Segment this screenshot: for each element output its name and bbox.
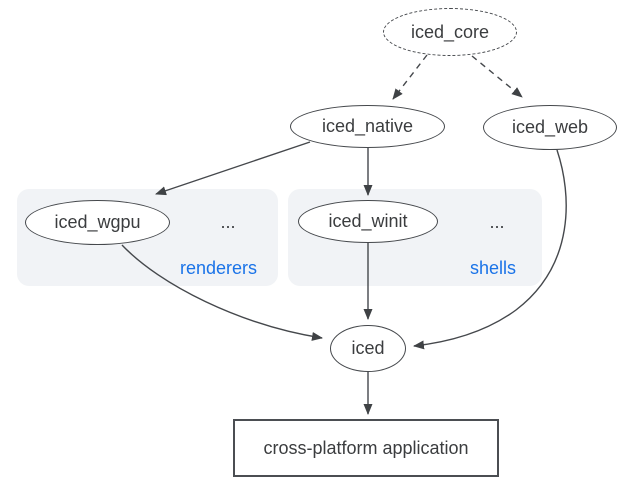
group-label-shells: shells bbox=[469, 258, 516, 278]
node-iced-core-label: iced_core bbox=[410, 21, 490, 42]
group-label-renderers: renderers bbox=[179, 258, 257, 278]
shells-ellipsis: ... bbox=[489, 212, 505, 232]
node-iced-winit-label: iced_winit bbox=[328, 211, 408, 231]
node-iced-wgpu-label: iced_wgpu bbox=[54, 212, 141, 232]
node-iced-web: iced_web bbox=[483, 105, 617, 150]
renderers-ellipsis: ... bbox=[220, 212, 236, 232]
edge-iced-native-to-iced-wgpu bbox=[155, 141, 311, 196]
node-cross-platform-application-label: cross-platform application bbox=[263, 437, 469, 458]
node-iced-label: iced bbox=[351, 338, 385, 358]
node-iced: iced bbox=[330, 325, 406, 372]
node-cross-platform-application: cross-platform application bbox=[233, 419, 499, 477]
node-iced-native: iced_native bbox=[290, 105, 445, 148]
edge-iced-core-to-iced-web bbox=[471, 55, 523, 98]
edge-iced-web-to-iced bbox=[413, 149, 567, 350]
edge-iced-core-to-iced-native bbox=[392, 54, 428, 100]
edge-iced-wgpu-to-iced bbox=[121, 244, 323, 341]
node-iced-web-label: iced_web bbox=[511, 117, 589, 137]
node-iced-native-label: iced_native bbox=[321, 116, 414, 136]
node-iced-wgpu: iced_wgpu bbox=[25, 200, 170, 245]
node-iced-winit: iced_winit bbox=[298, 200, 438, 243]
node-iced-core: iced_core bbox=[383, 8, 517, 56]
